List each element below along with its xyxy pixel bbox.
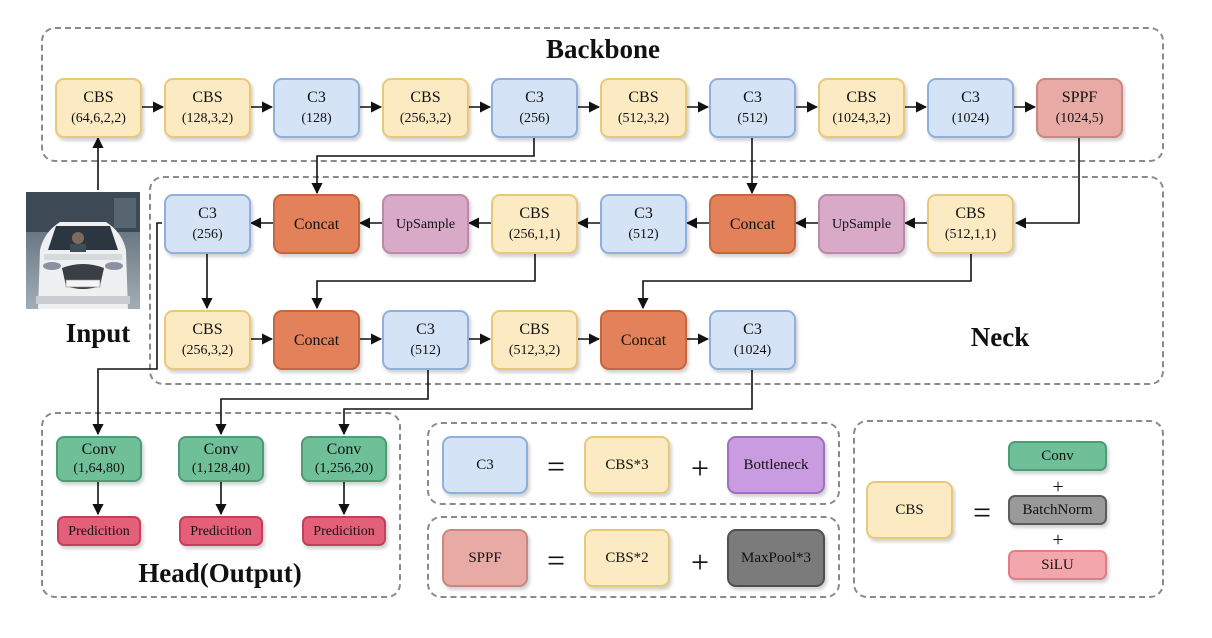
neck-c3-256: C3(256)	[164, 194, 251, 254]
neck-c3-512-bottom: C3(512)	[382, 310, 469, 370]
backbone-c3-1: C3(128)	[273, 78, 360, 138]
legend-c3-region	[427, 422, 840, 505]
legend-cbs-plus-1: +	[1052, 476, 1064, 498]
neck-concat-4: Concat	[600, 310, 687, 370]
legend-sppf-cbs2: CBS*2	[584, 529, 670, 587]
neck-c3-1024: C3(1024)	[709, 310, 796, 370]
neck-c3-512-top: C3(512)	[600, 194, 687, 254]
legend-cbs-region	[853, 420, 1164, 598]
backbone-sppf: SPPF(1024,5)	[1036, 78, 1123, 138]
backbone-c3-4: C3(1024)	[927, 78, 1014, 138]
neck-title: Neck	[970, 322, 1030, 352]
legend-cbs-box: CBS	[866, 481, 953, 539]
neck-cbs-512-1-1: CBS(512,1,1)	[927, 194, 1014, 254]
backbone-cbs-1: CBS(64,6,2,2)	[55, 78, 142, 138]
neck-region	[149, 176, 1164, 385]
legend-sppf-plus: +	[690, 544, 710, 580]
backbone-cbs-3: CBS(256,3,2)	[382, 78, 469, 138]
head-title: Head(Output)	[138, 558, 302, 588]
backbone-cbs-4: CBS(512,3,2)	[600, 78, 687, 138]
legend-c3-box: C3	[442, 436, 528, 494]
backbone-cbs-5: CBS(1024,3,2)	[818, 78, 905, 138]
legend-cbs-equals: =	[972, 494, 992, 530]
legend-sppf-region	[427, 516, 840, 598]
backbone-title: Backbone	[545, 34, 661, 64]
head-prediction-3: Predicition	[302, 516, 386, 546]
neck-cbs-256-3-2: CBS(256,3,2)	[164, 310, 251, 370]
neck-concat-3: Concat	[273, 310, 360, 370]
head-conv-1: Conv(1,64,80)	[56, 436, 142, 482]
head-prediction-1: Predicition	[57, 516, 141, 546]
neck-concat-1: Concat	[273, 194, 360, 254]
legend-batchnorm: BatchNorm	[1008, 495, 1107, 525]
input-title: Input	[65, 318, 131, 348]
neck-cbs-256-1-1: CBS(256,1,1)	[491, 194, 578, 254]
legend-cbs-plus-2: +	[1052, 529, 1064, 551]
legend-bottleneck: Bottleneck	[727, 436, 825, 494]
head-conv-3: Conv(1,256,20)	[301, 436, 387, 482]
legend-conv: Conv	[1008, 441, 1107, 471]
legend-silu: SiLU	[1008, 550, 1107, 580]
head-conv-2: Conv(1,128,40)	[178, 436, 264, 482]
backbone-c3-3: C3(512)	[709, 78, 796, 138]
neck-upsample-1: UpSample	[382, 194, 469, 254]
backbone-region	[41, 27, 1164, 162]
legend-sppf-box: SPPF	[442, 529, 528, 587]
input-car-image	[26, 192, 140, 309]
neck-concat-2: Concat	[709, 194, 796, 254]
backbone-cbs-2: CBS(128,3,2)	[164, 78, 251, 138]
legend-c3-equals: =	[546, 448, 566, 484]
legend-sppf-equals: =	[546, 542, 566, 578]
backbone-c3-2: C3(256)	[491, 78, 578, 138]
head-prediction-2: Predicition	[179, 516, 263, 546]
legend-maxpool: MaxPool*3	[727, 529, 825, 587]
legend-c3-plus: +	[690, 450, 710, 486]
legend-c3-cbs3: CBS*3	[584, 436, 670, 494]
neck-upsample-2: UpSample	[818, 194, 905, 254]
neck-cbs-512-3-2: CBS(512,3,2)	[491, 310, 578, 370]
